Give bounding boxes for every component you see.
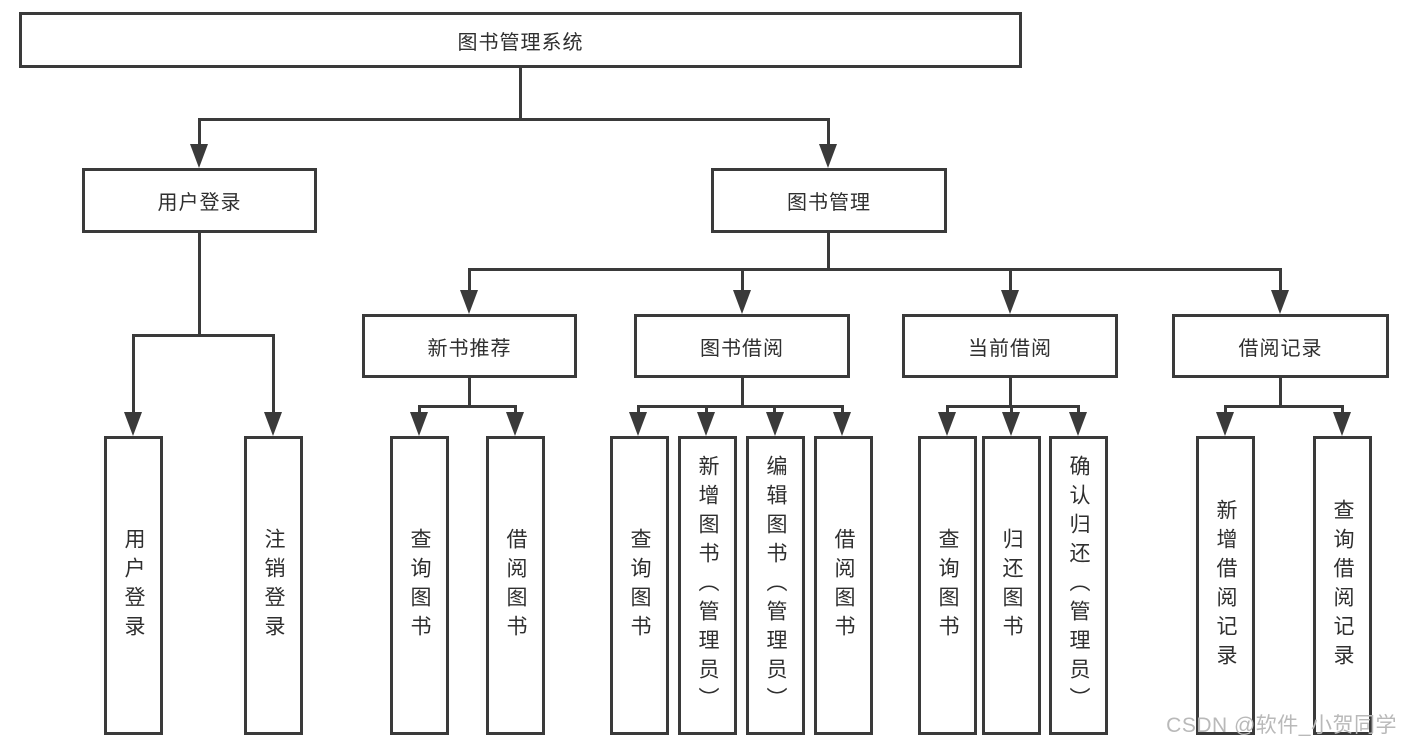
connector-line — [468, 268, 471, 294]
connector-line — [741, 268, 744, 294]
leaf-label: 确认归还（管理员） — [1067, 455, 1090, 716]
connector-line — [741, 378, 744, 408]
connector-line — [841, 405, 844, 416]
connector-line — [1341, 405, 1344, 416]
connector-line — [519, 68, 522, 120]
arrow-down-icon — [819, 144, 837, 168]
leaf-add-book-admin: 新增图书（管理员） — [678, 436, 737, 735]
watermark: CSDN @软件_小贺同学 — [1166, 714, 1397, 737]
node-current-borrowing: 当前借阅 — [902, 314, 1118, 378]
leaf-label: 查询图书 — [936, 527, 959, 644]
leaf-return-book: 归还图书 — [982, 436, 1041, 735]
arrow-down-icon — [629, 412, 647, 436]
leaf-label: 查询图书 — [408, 527, 431, 644]
connector-line — [1009, 268, 1012, 294]
leaf-label: 借阅图书 — [832, 527, 855, 644]
arrow-down-icon — [410, 412, 428, 436]
leaf-borrow-book-1: 借阅图书 — [486, 436, 545, 735]
leaf-borrow-book-2: 借阅图书 — [814, 436, 873, 735]
connector-line — [418, 405, 517, 408]
leaf-query-book-3: 查询图书 — [918, 436, 977, 735]
connector-line — [1279, 268, 1282, 294]
arrow-down-icon — [1001, 290, 1019, 314]
connector-line — [514, 405, 517, 416]
arrow-down-icon — [1333, 412, 1351, 436]
node-user-login: 用户登录 — [82, 168, 317, 233]
arrow-down-icon — [506, 412, 524, 436]
connector-line — [198, 233, 201, 336]
node-book-management: 图书管理 — [711, 168, 947, 233]
connector-line — [272, 334, 275, 414]
connector-line — [1077, 405, 1080, 416]
arrow-down-icon — [1002, 412, 1020, 436]
connector-line — [468, 268, 1282, 271]
connector-line — [946, 405, 949, 416]
connector-line — [468, 378, 471, 408]
connector-line — [418, 405, 421, 416]
connector-line — [1010, 405, 1013, 416]
connector-line — [946, 405, 1080, 408]
leaf-label: 归还图书 — [1000, 527, 1023, 644]
connector-line — [1224, 405, 1227, 416]
arrow-down-icon — [1271, 290, 1289, 314]
node-system-root: 图书管理系统 — [19, 12, 1022, 68]
leaf-query-book-2: 查询图书 — [610, 436, 669, 735]
arrow-down-icon — [1069, 412, 1087, 436]
arrow-down-icon — [190, 144, 208, 168]
connector-line — [637, 405, 640, 416]
leaf-label: 新增图书（管理员） — [696, 455, 719, 716]
arrow-down-icon — [124, 412, 142, 436]
connector-line — [1279, 378, 1282, 408]
node-borrowing-records: 借阅记录 — [1172, 314, 1389, 378]
connector-line — [1224, 405, 1344, 408]
arrow-down-icon — [833, 412, 851, 436]
arrow-down-icon — [766, 412, 784, 436]
connector-line — [827, 118, 830, 150]
leaf-label: 借阅图书 — [504, 527, 527, 644]
leaf-label: 注销登录 — [262, 527, 285, 644]
connector-line — [198, 118, 201, 150]
leaf-query-book-1: 查询图书 — [390, 436, 449, 735]
leaf-label: 用户登录 — [122, 527, 145, 644]
arrow-down-icon — [1216, 412, 1234, 436]
connector-line — [1009, 378, 1012, 408]
leaf-edit-book-admin: 编辑图书（管理员） — [746, 436, 805, 735]
arrow-down-icon — [697, 412, 715, 436]
arrow-down-icon — [938, 412, 956, 436]
leaf-label: 新增借阅记录 — [1214, 498, 1237, 673]
arrow-down-icon — [460, 290, 478, 314]
leaf-logout: 注销登录 — [244, 436, 303, 735]
connector-line — [827, 233, 830, 271]
leaf-user-login: 用户登录 — [104, 436, 163, 735]
leaf-confirm-return-admin: 确认归还（管理员） — [1049, 436, 1108, 735]
leaf-add-borrow-record: 新增借阅记录 — [1196, 436, 1255, 735]
node-book-borrowing: 图书借阅 — [634, 314, 850, 378]
connector-line — [705, 405, 708, 416]
arrow-down-icon — [264, 412, 282, 436]
connector-line — [132, 334, 135, 414]
arrow-down-icon — [733, 290, 751, 314]
connector-line — [773, 405, 776, 416]
node-new-book-recommend: 新书推荐 — [362, 314, 577, 378]
connector-line — [198, 118, 830, 121]
leaf-label: 查询图书 — [628, 527, 651, 644]
leaf-label: 编辑图书（管理员） — [764, 455, 787, 716]
connector-line — [637, 405, 844, 408]
leaf-query-borrow-record: 查询借阅记录 — [1313, 436, 1372, 735]
leaf-label: 查询借阅记录 — [1331, 498, 1354, 673]
connector-line — [132, 334, 275, 337]
